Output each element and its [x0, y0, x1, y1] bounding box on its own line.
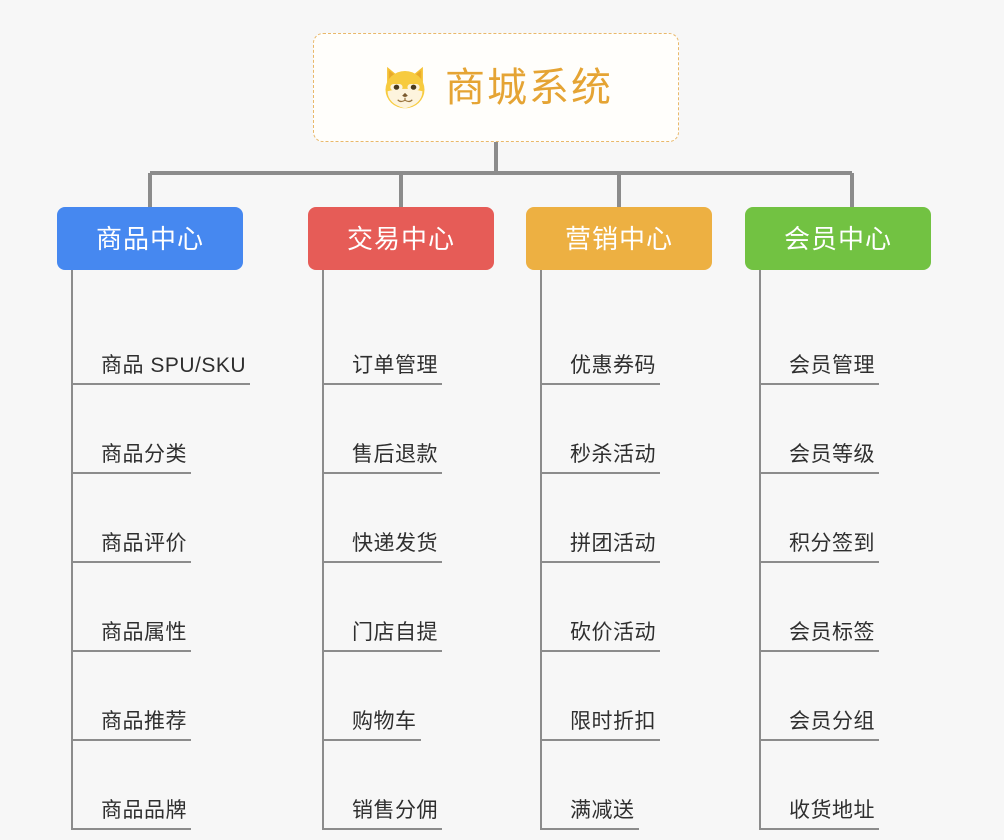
leaf-underline: [324, 383, 442, 385]
leaf-underline: [324, 828, 442, 830]
leaf-list-2: 优惠券码 秒杀活动 拼团活动 砍价活动 限时折扣 满减送: [540, 270, 712, 830]
leaf-label[interactable]: 拼团活动: [570, 532, 656, 555]
leaf-label[interactable]: 销售分佣: [352, 799, 438, 822]
leaf-underline: [324, 472, 442, 474]
leaf-label[interactable]: 订单管理: [352, 354, 438, 377]
leaf-underline: [761, 650, 879, 652]
leaf-underline: [761, 828, 879, 830]
leaf-underline: [542, 561, 660, 563]
branch-card-label-2: 营销中心: [564, 223, 673, 254]
root-title: 商城系统: [445, 65, 613, 110]
leaf-label[interactable]: 限时折扣: [570, 710, 656, 733]
leaf-underline: [542, 828, 639, 830]
leaf-underline: [73, 650, 191, 652]
branch-column-3: 会员中心 会员管理 会员等级 积分签到 会员标签 会员分组 收货地址: [745, 207, 931, 830]
branch-column-1: 交易中心 订单管理 售后退款 快递发货 门店自提 购物车 销售分佣: [308, 207, 494, 830]
leaf-label[interactable]: 快递发货: [352, 532, 438, 555]
leaf-item: 砍价活动: [542, 563, 712, 652]
leaf-underline: [73, 472, 191, 474]
leaf-label[interactable]: 会员管理: [789, 354, 875, 377]
leaf-item: 优惠券码: [542, 296, 712, 385]
branch-card-0[interactable]: 商品中心: [57, 207, 243, 270]
leaf-item: 商品评价: [73, 474, 243, 563]
leaf-label[interactable]: 会员标签: [789, 621, 875, 644]
leaf-label[interactable]: 秒杀活动: [570, 443, 656, 466]
leaf-item: 商品属性: [73, 563, 243, 652]
leaf-item: 会员分组: [761, 652, 931, 741]
leaf-item: 会员管理: [761, 296, 931, 385]
leaf-underline: [761, 739, 879, 741]
leaf-underline: [761, 472, 879, 474]
leaf-label[interactable]: 购物车: [352, 710, 417, 733]
leaf-label[interactable]: 商品品牌: [101, 799, 187, 822]
leaf-underline: [73, 383, 250, 385]
leaf-underline: [761, 383, 879, 385]
leaf-item: 满减送: [542, 741, 712, 830]
leaf-item: 积分签到: [761, 474, 931, 563]
leaf-item: 限时折扣: [542, 652, 712, 741]
leaf-item: 会员标签: [761, 563, 931, 652]
leaf-label[interactable]: 满减送: [570, 799, 635, 822]
branch-card-label-0: 商品中心: [95, 223, 204, 254]
leaf-underline: [542, 739, 660, 741]
leaf-item: 商品品牌: [73, 741, 243, 830]
leaf-item: 会员等级: [761, 385, 931, 474]
leaf-item: 拼团活动: [542, 474, 712, 563]
leaf-label[interactable]: 优惠券码: [570, 354, 656, 377]
leaf-label[interactable]: 门店自提: [352, 621, 438, 644]
leaf-underline: [761, 561, 879, 563]
leaf-list-1: 订单管理 售后退款 快递发货 门店自提 购物车 销售分佣: [322, 270, 494, 830]
leaf-item: 快递发货: [324, 474, 494, 563]
leaf-underline: [542, 472, 660, 474]
leaf-underline: [542, 383, 660, 385]
branch-card-label-1: 交易中心: [346, 223, 455, 254]
leaf-label[interactable]: 收货地址: [789, 799, 875, 822]
branch-card-1[interactable]: 交易中心: [308, 207, 494, 270]
leaf-label[interactable]: 售后退款: [352, 443, 438, 466]
leaf-item: 订单管理: [324, 296, 494, 385]
leaf-underline: [73, 739, 191, 741]
branch-column-2: 营销中心 优惠券码 秒杀活动 拼团活动 砍价活动 限时折扣 满减送: [526, 207, 712, 830]
leaf-item: 秒杀活动: [542, 385, 712, 474]
leaf-underline: [542, 650, 660, 652]
leaf-underline: [324, 650, 442, 652]
leaf-list-0: 商品 SPU/SKU 商品分类 商品评价 商品属性 商品推荐 商品品牌: [71, 270, 250, 830]
leaf-underline: [324, 561, 442, 563]
root-node[interactable]: 商城系统: [313, 33, 679, 142]
leaf-label[interactable]: 商品评价: [101, 532, 187, 555]
branch-column-0: 商品中心 商品 SPU/SKU 商品分类 商品评价 商品属性 商品推荐 商品品牌: [57, 207, 250, 830]
leaf-label[interactable]: 商品 SPU/SKU: [101, 354, 247, 377]
leaf-item: 售后退款: [324, 385, 494, 474]
branch-card-2[interactable]: 营销中心: [526, 207, 712, 270]
leaf-item: 销售分佣: [324, 741, 494, 830]
leaf-label[interactable]: 商品推荐: [101, 710, 187, 733]
leaf-item: 购物车: [324, 652, 494, 741]
leaf-underline: [73, 828, 191, 830]
branch-card-label-3: 会员中心: [783, 223, 892, 254]
leaf-item: 商品推荐: [73, 652, 243, 741]
leaf-label[interactable]: 商品分类: [101, 443, 187, 466]
leaf-item: 商品分类: [73, 385, 243, 474]
leaf-label[interactable]: 会员等级: [789, 443, 875, 466]
leaf-underline: [324, 739, 421, 741]
branch-card-3[interactable]: 会员中心: [745, 207, 931, 270]
leaf-list-3: 会员管理 会员等级 积分签到 会员标签 会员分组 收货地址: [759, 270, 931, 830]
leaf-label[interactable]: 砍价活动: [570, 621, 656, 644]
leaf-item: 收货地址: [761, 741, 931, 830]
leaf-label[interactable]: 积分签到: [789, 532, 875, 555]
leaf-label[interactable]: 会员分组: [789, 710, 875, 733]
leaf-label[interactable]: 商品属性: [101, 621, 187, 644]
leaf-item: 门店自提: [324, 563, 494, 652]
shiba-dog-icon: [385, 66, 425, 108]
leaf-underline: [73, 561, 191, 563]
leaf-item: 商品 SPU/SKU: [73, 296, 250, 385]
